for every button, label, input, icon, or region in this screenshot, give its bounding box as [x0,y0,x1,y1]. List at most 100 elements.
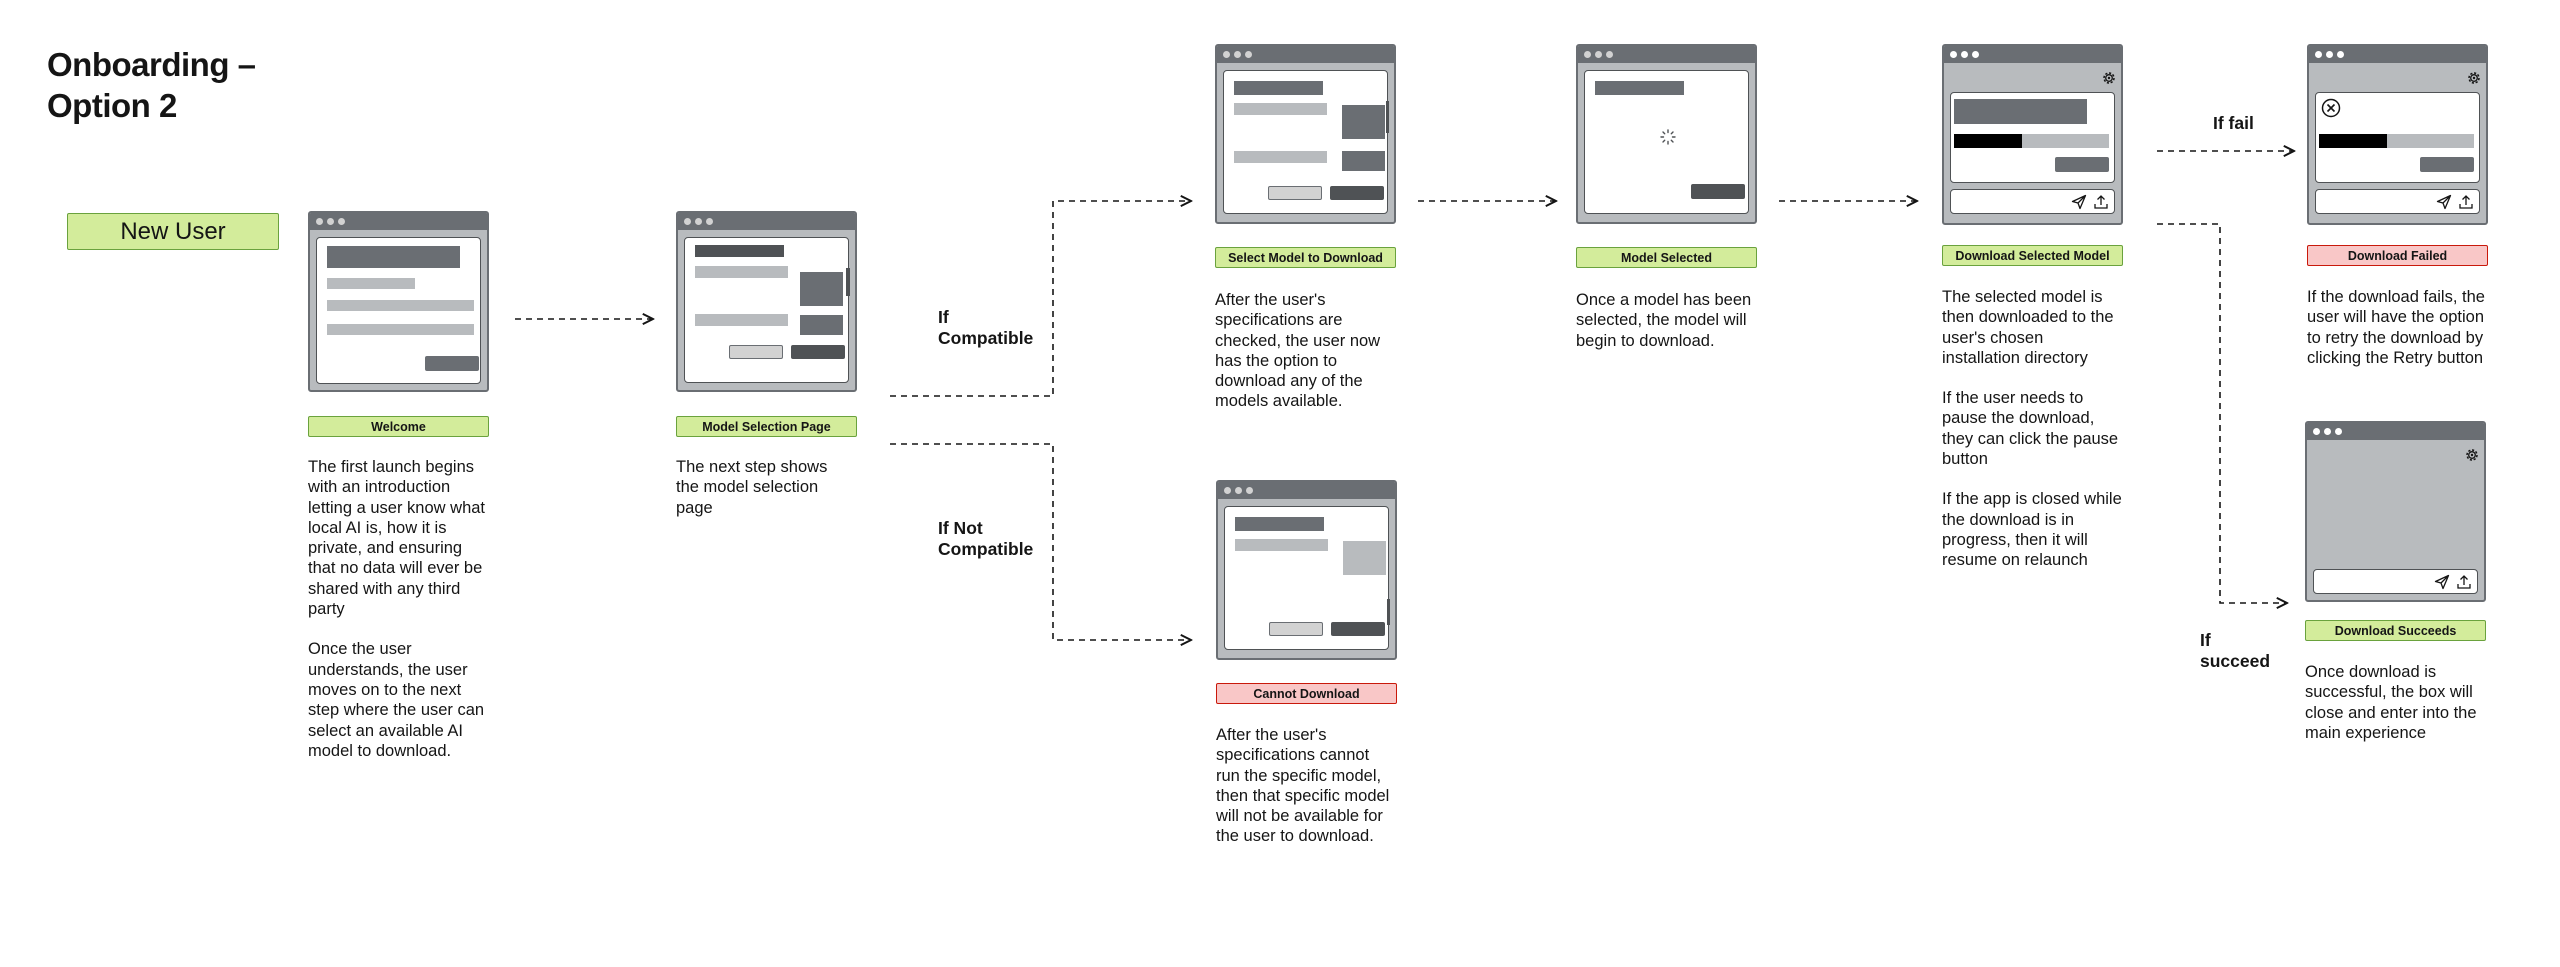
connector-download-to-success [2157,223,2287,603]
model-card-placeholder [1342,151,1385,171]
window-title-bar [2309,46,2486,63]
window-dot [2335,428,2342,435]
window-dot [338,218,345,225]
step-tag-cannot-download: Cannot Download [1216,683,1397,704]
window-dot [2337,51,2344,58]
loading-panel [1584,70,1749,214]
chat-input-placeholder [2313,569,2478,594]
step-tag-model-selected: Model Selected [1576,247,1757,268]
window-dot [1234,51,1241,58]
select-model-window-mockup [1215,44,1396,224]
window-title-bar [678,213,855,230]
welcome-window-mockup [308,211,489,392]
loading-spinner-icon [1660,129,1676,145]
text-placeholder [1235,539,1328,551]
secondary-button-placeholder [1268,186,1322,200]
step-desc-download-selected: The selected model is then downloaded to… [1942,287,2123,571]
window-dot [1224,487,1231,494]
step-desc-select-model: After the user's specifications are chec… [1215,290,1396,412]
window-title-bar [1578,46,1755,63]
branch-compatible-line1: If [938,307,949,327]
error-circle-x-icon [2321,98,2341,118]
window-dot [1950,51,1957,58]
step-desc-download-failed: If the download fails, the user will hav… [2307,287,2488,368]
window-dot [1606,51,1613,58]
welcome-content-panel [316,237,481,384]
start-node-new-user: New User [67,213,279,250]
branch-succeed-line1: If [2200,630,2211,650]
desc-paragraph: Once the user understands, the user move… [308,640,485,760]
disabled-model-card-placeholder [1343,541,1386,575]
step-desc-welcome: The first launch begins with an introduc… [308,457,489,761]
heading-placeholder [1235,517,1324,531]
step-tag-download-succeeds: Download Succeeds [2305,620,2486,641]
desc-paragraph: After the user's specifications cannot r… [1216,726,1390,846]
heading-placeholder [327,246,460,268]
branch-label-succeed: If succeed [2200,630,2270,672]
desc-paragraph: Once download is successful, the box wil… [2305,663,2477,742]
window-dot [1246,487,1253,494]
window-title-bar [2307,423,2484,440]
model-selection-window-mockup [676,211,857,392]
pause-button-placeholder [2055,157,2109,172]
model-card-placeholder [800,272,843,306]
desc-paragraph: After the user's specifications are chec… [1215,291,1381,411]
window-dot [327,218,334,225]
download-progress-panel [1950,92,2115,183]
primary-button-placeholder [791,345,845,359]
window-title-bar [1217,46,1394,63]
cannot-download-window-mockup [1216,480,1397,660]
window-dot [1972,51,1979,58]
upload-icon [2459,195,2473,209]
step-tag-download-failed: Download Failed [2307,245,2488,266]
step-tag-model-selection: Model Selection Page [676,416,857,437]
text-placeholder [327,324,474,335]
desc-paragraph: If the app is closed while the download … [1942,490,2122,570]
window-title-bar [1944,46,2121,63]
download-failed-window-mockup [2307,44,2488,225]
step-tag-welcome: Welcome [308,416,489,437]
window-title-bar [310,213,487,230]
send-icon [2434,574,2450,590]
heading-placeholder [1954,99,2087,124]
window-dot [2315,51,2322,58]
continue-button-placeholder [425,356,479,371]
connector-selection-to-compatible [890,201,1191,397]
desc-paragraph: The next step shows the model selection … [676,458,828,517]
window-dot [695,218,702,225]
chat-input-placeholder [1950,189,2115,214]
window-dot [1595,51,1602,58]
text-placeholder [1234,151,1327,163]
window-dot [706,218,713,225]
download-error-panel [2315,92,2480,183]
window-dot [1235,487,1242,494]
step-desc-model-selection: The next step shows the model selection … [676,457,836,518]
secondary-button-placeholder [729,345,783,359]
window-title-bar [1218,482,1395,499]
gear-icon [2103,72,2115,84]
primary-button-placeholder [1691,184,1745,199]
heading-placeholder [1595,81,1684,95]
desc-paragraph: If the download fails, the user will hav… [2307,288,2485,367]
window-dot [2326,51,2333,58]
window-dot [2313,428,2320,435]
download-window-mockup [1942,44,2123,225]
step-desc-download-succeeds: Once download is successful, the box wil… [2305,662,2486,743]
window-dot [316,218,323,225]
step-tag-select-model: Select Model to Download [1215,247,1396,268]
window-dot [1584,51,1591,58]
window-dot [1961,51,1968,58]
branch-label-compatible: If Compatible [938,307,1033,349]
text-placeholder [695,314,788,326]
scrollbar-placeholder [1386,101,1389,133]
download-succeeds-window-mockup [2305,421,2486,602]
desc-paragraph: The selected model is then downloaded to… [1942,288,2114,367]
gear-icon [2466,449,2478,461]
title-line-1: Onboarding – [47,46,256,83]
branch-compatible-line2: Compatible [938,328,1034,348]
progress-fill [2319,134,2387,148]
branch-not-compatible-line1: If Not [938,518,983,538]
desc-paragraph: If the user needs to pause the download,… [1942,389,2119,469]
heading-placeholder [695,245,784,257]
